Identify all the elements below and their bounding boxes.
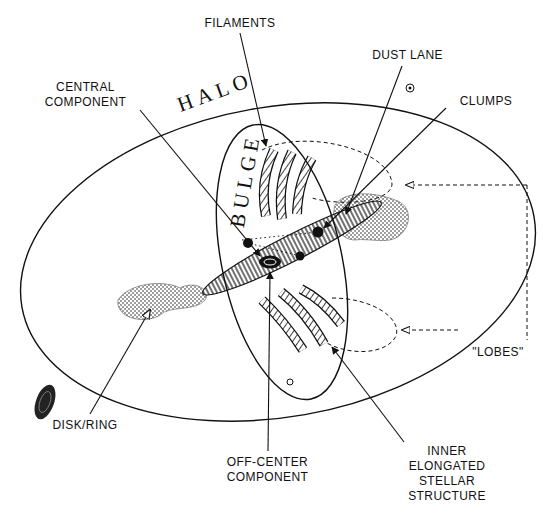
- callout-label: DUST LANE: [355, 48, 460, 63]
- callout-label: DISK/RING: [30, 418, 140, 433]
- halo-region: HALOBULGE: [21, 102, 535, 422]
- filaments: [264, 150, 312, 219]
- bulge-outline: [214, 122, 350, 402]
- callout-label: CENTRAL COMPONENT: [28, 80, 143, 110]
- central-component-ring: [264, 259, 276, 265]
- dotted-axis: [242, 232, 318, 256]
- region-name: BULGE: [224, 131, 265, 229]
- small-object: [409, 87, 412, 90]
- companion-galaxy: [37, 390, 54, 414]
- small-object: [287, 379, 293, 385]
- lobes-bracket: [402, 185, 527, 340]
- lobe-outline: [322, 298, 397, 352]
- callout-label: INNER ELONGATED STELLAR STRUCTURE: [388, 444, 506, 504]
- disk-ring-blob: [118, 284, 207, 320]
- small-object: [406, 84, 414, 92]
- clump: [313, 227, 324, 238]
- inner-elongated-structure: [262, 289, 341, 350]
- dust-lane: [197, 191, 387, 305]
- companion-galaxy: [30, 382, 59, 422]
- halo-outline: [21, 102, 535, 422]
- leader-lines: [90, 33, 446, 451]
- central-component: [259, 256, 281, 269]
- callout-label: OFF-CENTER COMPONENT: [205, 455, 330, 485]
- bracket-label: "LOBES": [458, 345, 538, 360]
- callout-label: FILAMENTS: [180, 16, 300, 31]
- clump: [296, 252, 305, 261]
- bulge-region: BULGE: [214, 122, 350, 402]
- region-name: HALO: [174, 67, 256, 117]
- callout-label: CLUMPS: [446, 94, 526, 109]
